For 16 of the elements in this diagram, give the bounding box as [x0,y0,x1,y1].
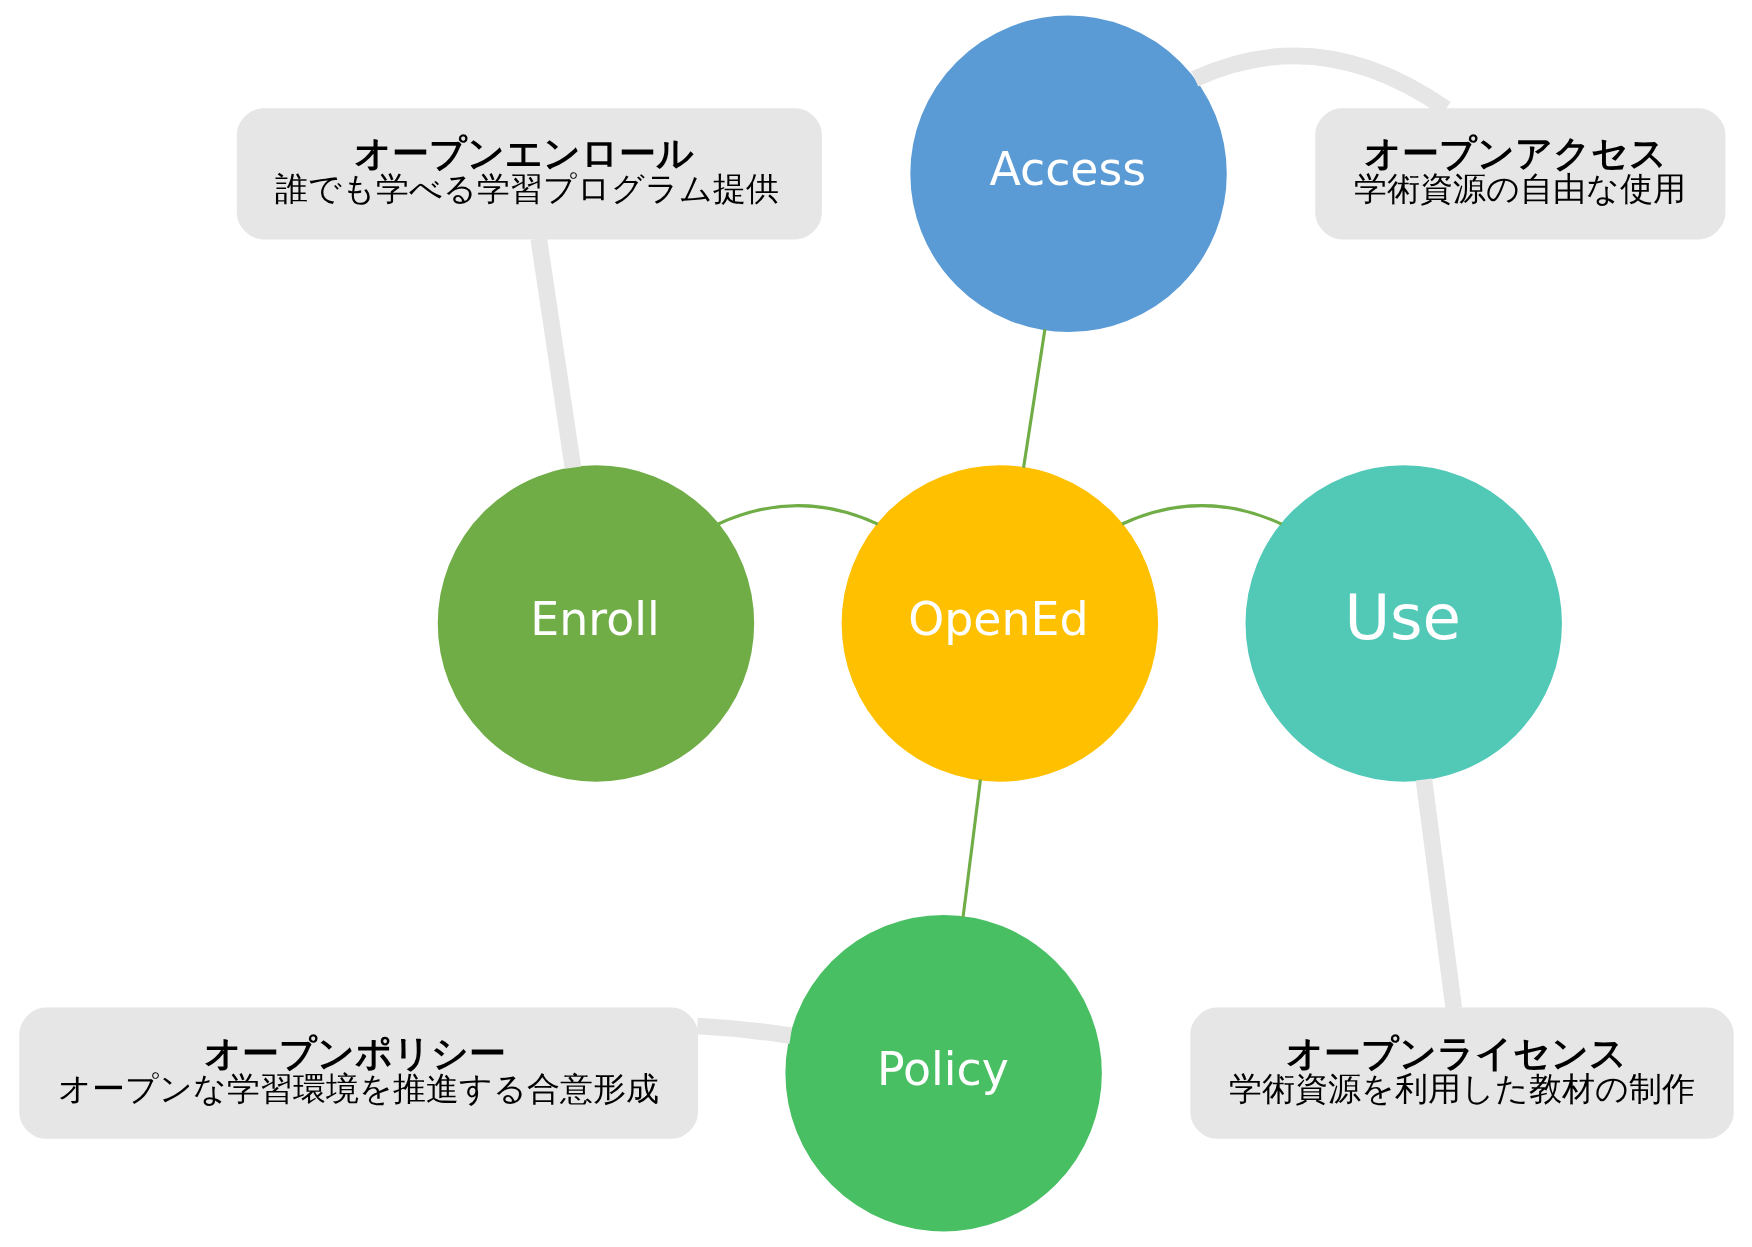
connector [717,504,878,526]
node-circle: OpenEd [841,465,1158,782]
node-box: オープンポリシー オープンな学習環境を推進する合意形成 [18,1007,698,1139]
node-circle: Access [909,15,1227,333]
connector [1121,504,1282,526]
connector [1415,778,1462,1010]
node-box: オープンアクセス 学術資源の自由な使用 [1314,108,1725,240]
node-circle: Enroll [437,465,754,782]
node-circle: Use [1245,465,1562,782]
connector [1021,329,1046,469]
connector [696,1017,792,1045]
connector [961,779,982,918]
node-circle: Policy [784,914,1102,1232]
node-box: オープンエンロール 誰でも学べる学習プログラム提供 [236,108,822,240]
node-box: オープンライセンス 学術資源を利用した教材の制作 [1189,1007,1734,1139]
connector [530,237,581,469]
